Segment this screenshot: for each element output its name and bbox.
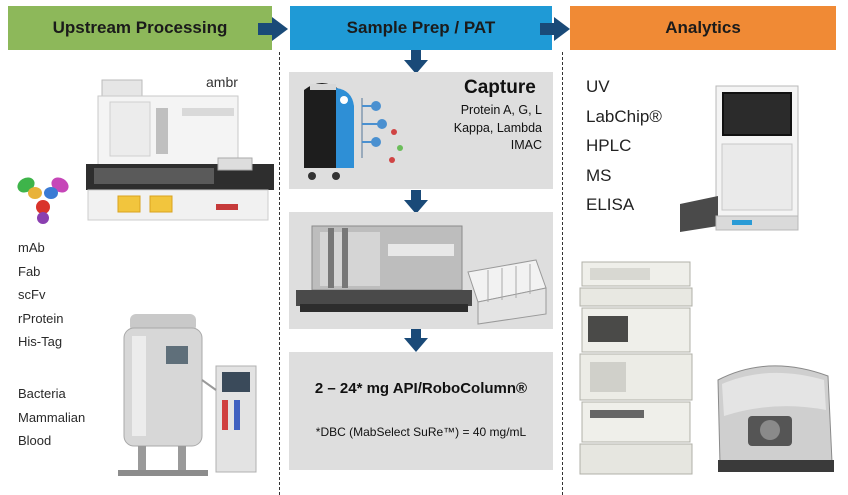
bioreactor-image (118, 314, 257, 476)
arrow-down-icon (404, 328, 428, 352)
list-item: IMAC (510, 138, 542, 152)
list-item: Blood (18, 433, 52, 448)
header-sample-prep: Sample Prep / PAT (290, 6, 552, 50)
dbc-footnote: *DBC (MabSelect SuRe™) = 40 mg/mL (315, 425, 527, 439)
header-sample-prep-label: Sample Prep / PAT (346, 18, 496, 37)
arrow-down-icon (404, 190, 428, 214)
arrow-right-icon (540, 17, 570, 41)
list-item: scFv (18, 287, 46, 302)
hplc-stack-image (579, 261, 693, 475)
list-item: rProtein (18, 310, 64, 326)
list-item: ELISA (586, 195, 635, 214)
list-item: UV (586, 77, 610, 96)
list-item: Mammalian (18, 409, 86, 425)
mass-spectrometer-image (717, 365, 834, 473)
list-item: mAb (18, 240, 45, 255)
list-item: HPLC (586, 136, 632, 155)
header-analytics-label: Analytics (665, 18, 741, 37)
liquid-handler-image (296, 225, 547, 325)
header-analytics: Analytics (570, 6, 836, 50)
antibody-icon (17, 177, 69, 224)
list-item: His-Tag (18, 334, 63, 349)
list-item: Protein A, G, L (460, 103, 542, 117)
analytics-method-list: UV LabChip® HPLC MS ELISA (586, 72, 662, 220)
ambr-label: ambr (206, 74, 238, 90)
ambr-instrument-image (86, 79, 274, 221)
list-item: MS (586, 165, 612, 185)
list-item: Fab (18, 263, 41, 279)
result-panel (289, 352, 553, 470)
list-item: LabChip® (586, 106, 662, 126)
column-divider (562, 52, 563, 495)
source-list: Bacteria Mammalian Blood (18, 382, 85, 453)
header-upstream-label: Upstream Processing (52, 18, 228, 37)
capture-ligand-list: Protein A, G, L Kappa, Lambda IMAC (454, 102, 542, 155)
list-item: Bacteria (18, 386, 66, 401)
capture-instrument-image (304, 83, 403, 180)
molecule-list: mAb Fab scFv rProtein His-Tag (18, 236, 64, 354)
header-upstream-processing: Upstream Processing (8, 6, 272, 50)
labchip-instrument-image (680, 85, 799, 232)
yield-per-robocolumn: 2 – 24* mg API/RoboColumn® (314, 380, 528, 397)
arrow-right-icon (258, 17, 288, 41)
column-divider (279, 52, 280, 495)
capture-title: Capture (464, 77, 536, 98)
arrow-down-icon (404, 50, 428, 74)
list-item: Kappa, Lambda (453, 120, 542, 135)
